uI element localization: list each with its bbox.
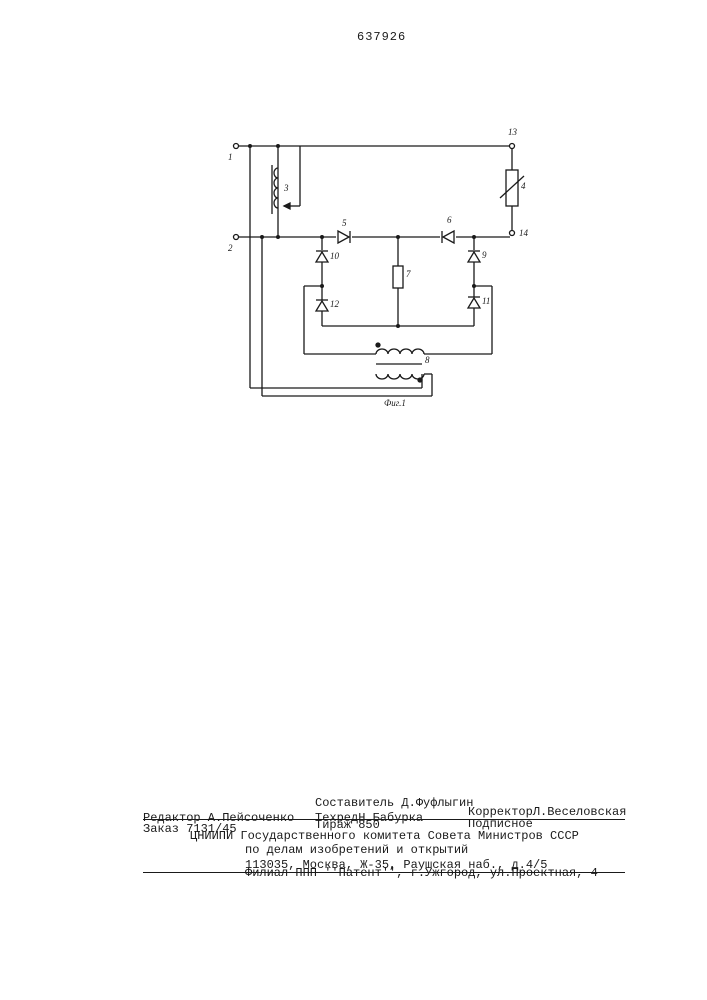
colophon-rule-1 xyxy=(143,819,625,820)
component-label-11: 11 xyxy=(482,296,490,306)
terminal-label-2: 2 xyxy=(228,243,233,253)
diode-10 xyxy=(316,237,328,286)
colophon-org-line1: ЦНИИПИ Государственного комитета Совета … xyxy=(190,829,579,844)
component-label-5: 5 xyxy=(342,218,347,228)
terminal-label-14: 14 xyxy=(519,228,528,238)
resistor-7 xyxy=(393,237,403,326)
circuit-diagram xyxy=(0,0,707,520)
figure-caption: Фиг.1 xyxy=(384,398,406,408)
colophon-branch: Филиал ППП ''Патент'', г.Ужгород, ул.Про… xyxy=(245,866,598,881)
main-bus xyxy=(234,235,511,397)
colophon-org-line2: по делам изобретений и открытий xyxy=(245,843,468,858)
component-label-3: 3 xyxy=(284,183,289,193)
component-label-9: 9 xyxy=(482,250,487,260)
terminal-label-1: 1 xyxy=(228,152,233,162)
component-label-6: 6 xyxy=(447,215,452,225)
component-label-12: 12 xyxy=(330,299,339,309)
component-label-10: 10 xyxy=(330,251,339,261)
terminal-label-13: 13 xyxy=(508,127,517,137)
component-label-4: 4 xyxy=(521,181,526,191)
diode-9 xyxy=(468,237,480,286)
diode-5 xyxy=(338,231,350,243)
component-label-8: 8 xyxy=(425,355,430,365)
component-label-7: 7 xyxy=(406,269,411,279)
transformer-8 xyxy=(304,343,492,388)
diode-6 xyxy=(442,231,454,243)
varistor-4 xyxy=(500,170,524,236)
colophon-compiler: Составитель Д.Фуфлыгин xyxy=(315,796,473,811)
diode-12 xyxy=(304,286,328,354)
top-wire-13 xyxy=(300,144,515,207)
